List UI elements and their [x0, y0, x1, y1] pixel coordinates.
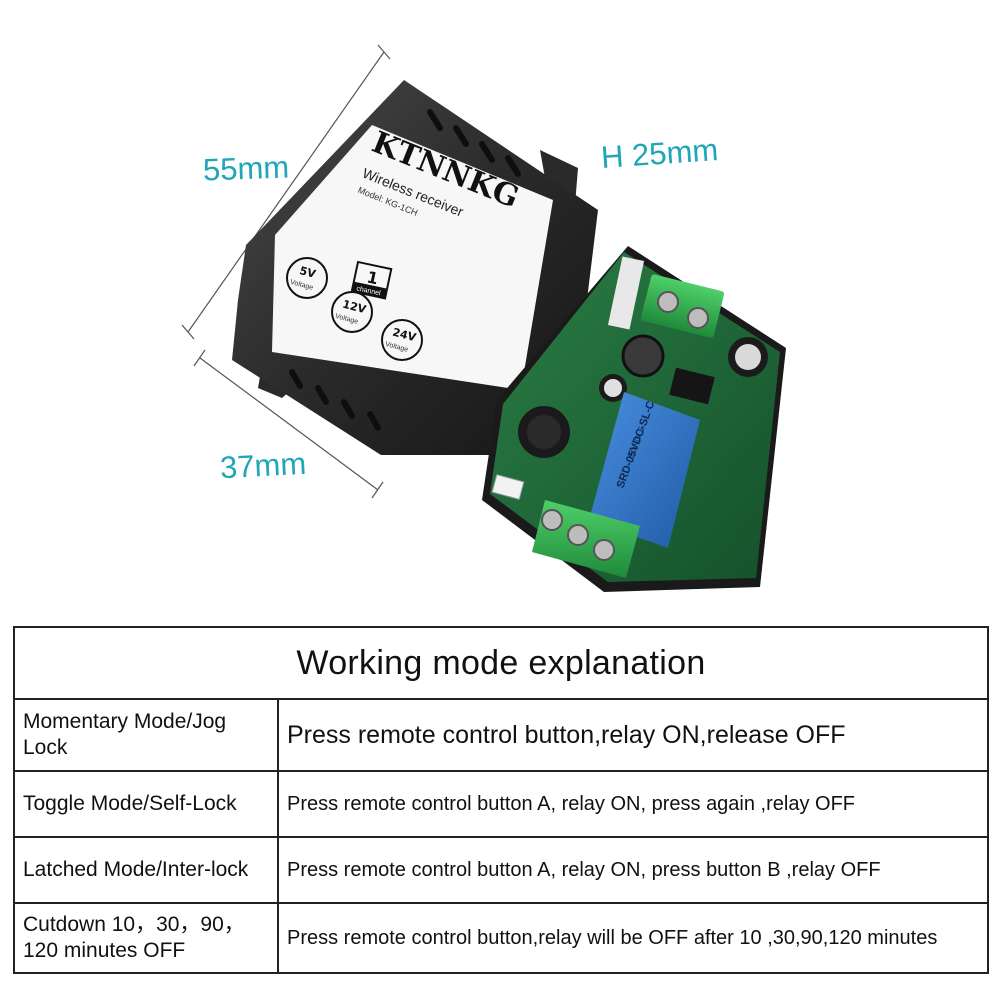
voltage-badge-24v: 24V Voltage — [381, 319, 423, 361]
mode-description-toggle: Press remote control button A, relay ON,… — [277, 770, 989, 838]
mode-description-cutdown: Press remote control button,relay will b… — [277, 902, 989, 974]
mode-description-momentary: Press remote control button,relay ON,rel… — [277, 698, 989, 772]
dimension-lines — [181, 44, 391, 499]
table-row: Momentary Mode/Jog Lock Press remote con… — [13, 698, 989, 772]
svg-text:12V: 12V — [341, 298, 368, 317]
svg-text:1: 1 — [365, 267, 380, 288]
svg-text:24V: 24V — [391, 326, 418, 345]
table-row: Latched Mode/Inter-lock Press remote con… — [13, 836, 989, 904]
relay: SRD-05VDC-SL-C SONGLE — [589, 392, 700, 548]
table-row: Cutdown 10，30，90， 120 minutes OFF Press … — [13, 902, 989, 974]
mode-name-cutdown-line1: Cutdown 10，30，90， — [23, 912, 245, 936]
mode-name-cutdown: Cutdown 10，30，90， 120 minutes OFF — [13, 902, 279, 974]
receiver-case: KTNNKG Wireless receiver Model: KG-1CH 1… — [232, 80, 598, 455]
mode-name-momentary: Momentary Mode/Jog Lock — [13, 698, 279, 772]
top-terminal-block — [640, 274, 725, 338]
voltage-badge-5v: 5V Voltage — [286, 257, 328, 299]
mode-name-toggle: Toggle Mode/Self-Lock — [13, 770, 279, 838]
bottom-terminal-block — [532, 500, 640, 578]
mode-description-latched: Press remote control button A, relay ON,… — [277, 836, 989, 904]
mode-name-latched: Latched Mode/Inter-lock — [13, 836, 279, 904]
voltage-badge-12v: 12V Voltage — [331, 291, 373, 333]
dimension-height-label: H 25mm — [599, 131, 720, 176]
product-illustration: KTNNKG Wireless receiver Model: KG-1CH 1… — [181, 44, 786, 592]
dimension-length-label: 55mm — [202, 149, 290, 188]
dimension-width-label: 37mm — [219, 445, 307, 486]
receiver-pcb: SRD-05VDC-SL-C SONGLE — [482, 246, 786, 592]
mode-name-cutdown-line2: 120 minutes OFF — [23, 939, 186, 962]
table-title: Working mode explanation — [13, 626, 989, 700]
working-mode-table: Working mode explanation Momentary Mode/… — [13, 626, 989, 974]
table-row: Toggle Mode/Self-Lock Press remote contr… — [13, 770, 989, 838]
channel-badge: 1 channel — [350, 260, 393, 300]
product-photo: KTNNKG Wireless receiver Model: KG-1CH 1… — [181, 44, 786, 592]
svg-text:5V: 5V — [298, 264, 317, 281]
